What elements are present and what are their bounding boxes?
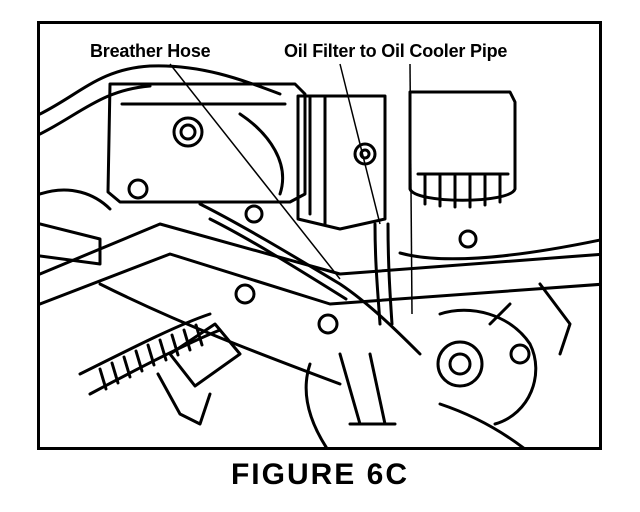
figure-caption: FIGURE 6C (230, 458, 410, 491)
figure-frame: Breather Hose Oil Filter to Oil Cooler P… (37, 21, 602, 450)
wire-loom (78, 312, 212, 376)
oilpipe-leader-left (339, 63, 381, 225)
breather-hose-label: Breather Hose (88, 41, 213, 62)
alternator (438, 308, 538, 426)
connector (168, 322, 242, 388)
filter-bracket (296, 94, 387, 231)
upper-hose (40, 64, 282, 116)
oil-filter (408, 90, 517, 202)
breather-leader (169, 63, 341, 280)
breather-hose (198, 202, 422, 356)
oil-cooler-pipe (373, 222, 394, 326)
valve-cover (106, 82, 307, 204)
oilpipe-leader-right (409, 63, 413, 315)
oil-filler-cap (172, 116, 204, 148)
engine-line-drawing (40, 63, 599, 447)
oil-filter-pipe-label: Oil Filter to Oil Cooler Pipe (282, 41, 510, 62)
intake-runner (40, 222, 599, 276)
